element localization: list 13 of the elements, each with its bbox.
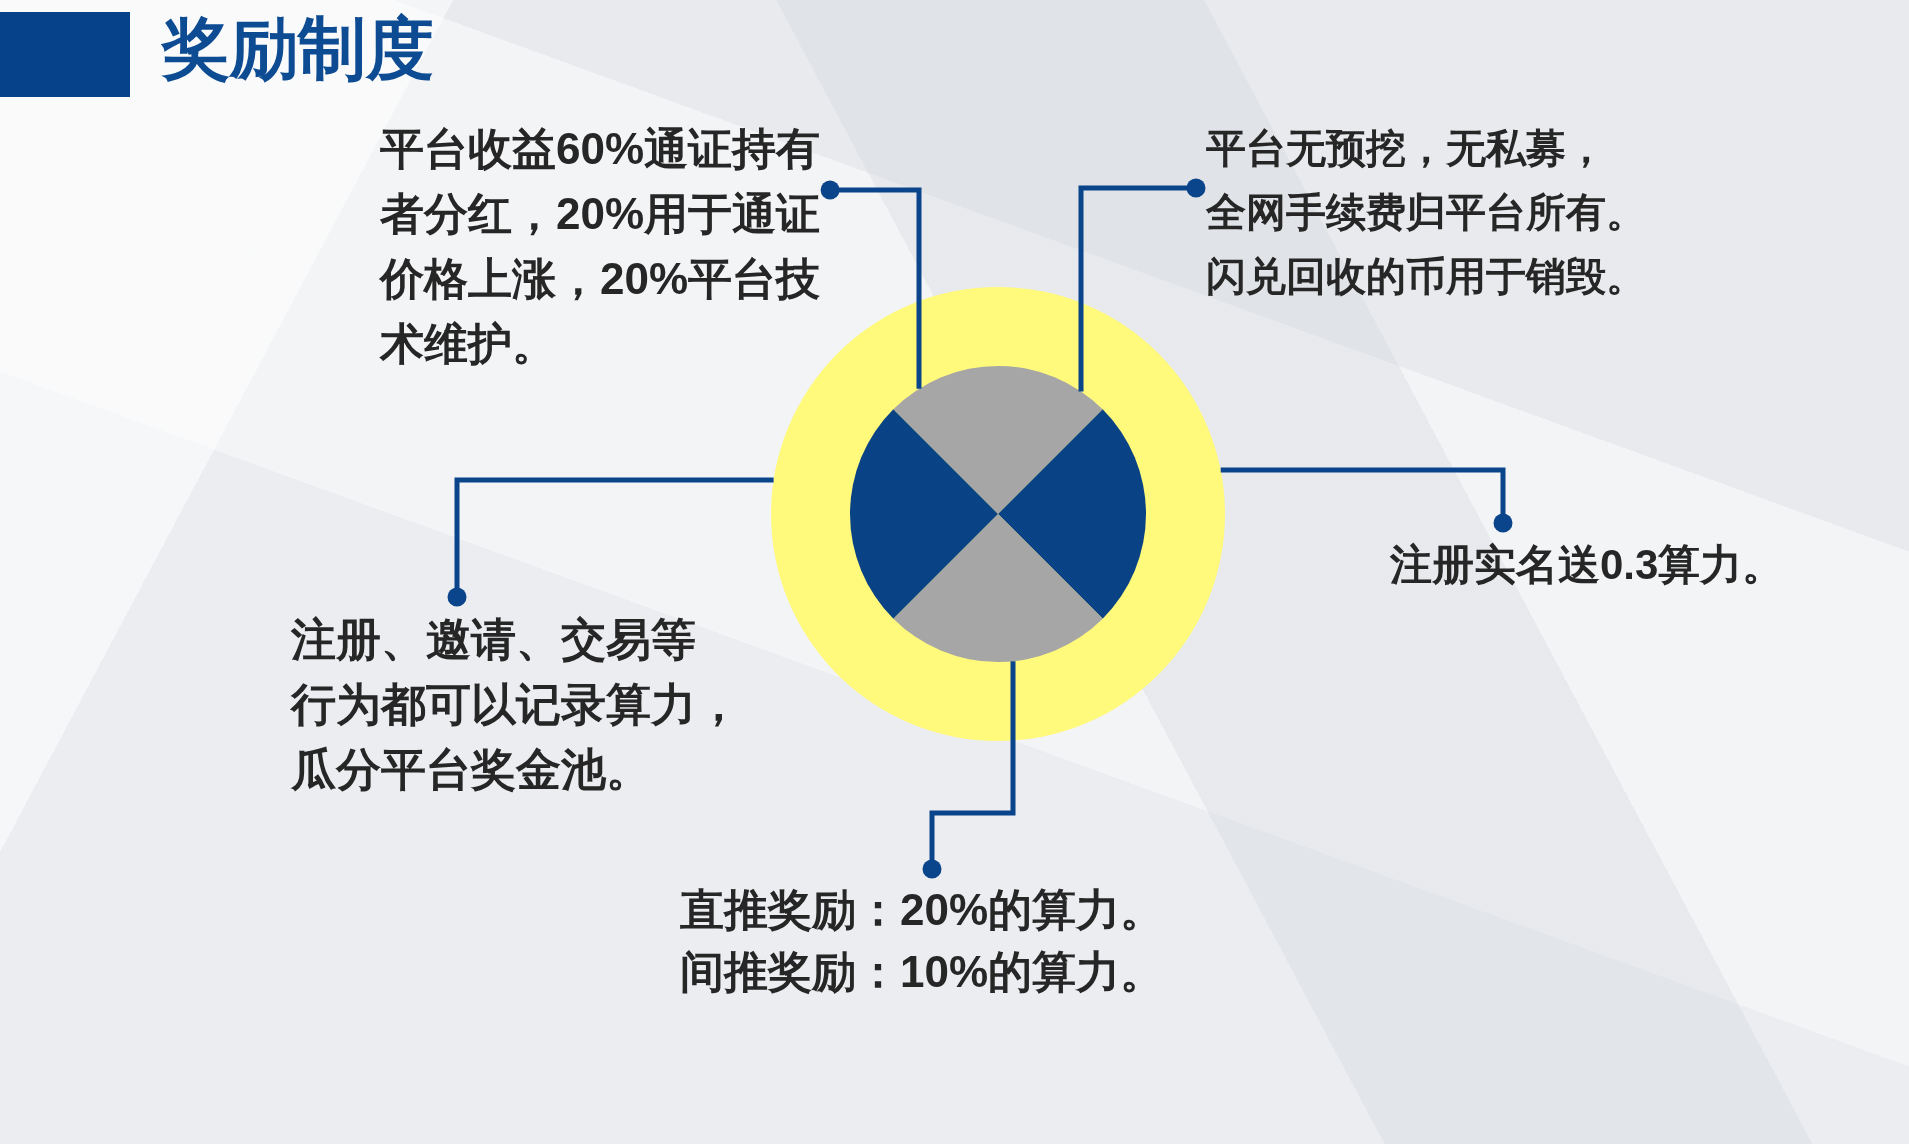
leader-line xyxy=(922,661,1016,879)
callout-text: 注册实名送0.3算力。 xyxy=(1390,533,1785,597)
callout-text: 平台无预挖，无私募，全网手续费归平台所有。闪兑回收的币用于销毁。 xyxy=(1206,116,1646,308)
callout-text: 间推奖励：10%的算力。 xyxy=(680,946,1165,998)
title: 奖励制度 xyxy=(162,13,434,85)
leader-line xyxy=(447,477,774,607)
quadrant-circle xyxy=(850,366,1146,662)
callout-text: 注册、邀请、交易等行为都可以记录算力，瓜分平台奖金池。 xyxy=(291,607,741,802)
callout-text: 平台收益60%通证持有者分红，20%用于通证价格上涨，20%平台技术维护。 xyxy=(380,116,821,376)
callout-text: 直推奖励：20%的算力。 xyxy=(680,884,1165,936)
leader-line xyxy=(1078,178,1206,392)
leader-line xyxy=(1220,467,1513,533)
leader-line xyxy=(820,180,922,389)
